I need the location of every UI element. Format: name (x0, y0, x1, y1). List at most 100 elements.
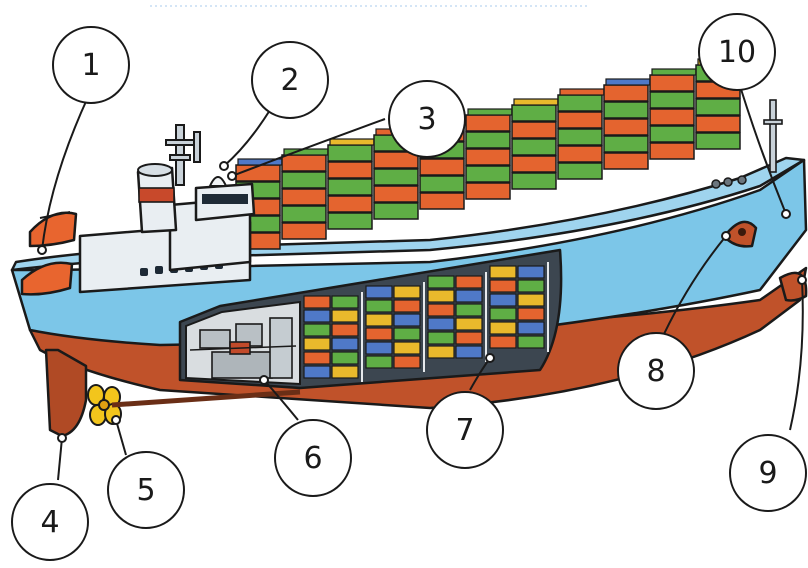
hold-container (394, 342, 420, 354)
callout-3: 3 (389, 81, 465, 157)
deck-container (466, 115, 510, 131)
deck-container (328, 162, 372, 178)
hold-container (332, 366, 358, 378)
hold-container (518, 308, 544, 320)
callout-5: 5 (108, 452, 184, 528)
deck-container (558, 129, 602, 145)
callout-6-label: 6 (303, 441, 322, 476)
hold-container (428, 318, 454, 330)
hold-container (366, 300, 392, 312)
deck-container (696, 133, 740, 149)
hold-container (394, 286, 420, 298)
hold-container (428, 346, 454, 358)
hold-container (428, 304, 454, 316)
callout-1: 1 (53, 27, 129, 103)
deck-container (282, 223, 326, 239)
callout-10-label: 10 (718, 35, 756, 70)
callout-5-label: 5 (136, 473, 155, 508)
hold-container (456, 318, 482, 330)
deck-container (650, 109, 694, 125)
callout-9: 9 (730, 435, 806, 511)
deck-container (282, 155, 326, 171)
hold-container (366, 286, 392, 298)
deck-container (328, 179, 372, 195)
deck-container (282, 189, 326, 205)
callout-7: 7 (427, 392, 503, 468)
deck-container (374, 169, 418, 185)
callout-4: 4 (12, 484, 88, 560)
deck-container (374, 203, 418, 219)
hold-container (366, 328, 392, 340)
hold-container (490, 336, 516, 348)
deck-container-top (560, 89, 604, 95)
deck-container (558, 163, 602, 179)
hold-container (456, 332, 482, 344)
hold-container (518, 266, 544, 278)
hold-container (304, 310, 330, 322)
callout-10: 10 (699, 14, 775, 90)
deck-container (604, 119, 648, 135)
deck-container (558, 112, 602, 128)
deck-container (328, 196, 372, 212)
callout-1-label: 1 (81, 48, 100, 83)
deck-container (328, 213, 372, 229)
deck-container-top (468, 109, 512, 115)
deck-container-top (606, 79, 650, 85)
hold-container (518, 322, 544, 334)
deck-container (558, 146, 602, 162)
callout-3-label: 3 (417, 102, 436, 137)
deck-container (604, 102, 648, 118)
deck-container (650, 75, 694, 91)
hold-container (366, 314, 392, 326)
deck-container (558, 95, 602, 111)
deck-container (604, 136, 648, 152)
deck-container (696, 99, 740, 115)
hold-container (490, 266, 516, 278)
deck-container-top (652, 69, 696, 75)
deck-container (328, 145, 372, 161)
superstructure (22, 125, 254, 294)
deck-container (420, 176, 464, 192)
deck-container (604, 153, 648, 169)
deck-container (466, 166, 510, 182)
deck-container (282, 172, 326, 188)
deck-container (466, 183, 510, 199)
hold-container (518, 294, 544, 306)
deck-container (512, 156, 556, 172)
hold-container (518, 336, 544, 348)
deck-container (512, 139, 556, 155)
deck-container (420, 159, 464, 175)
callout-8: 8 (618, 333, 694, 409)
hold-container (490, 308, 516, 320)
hold-container (428, 332, 454, 344)
hold-container (394, 356, 420, 368)
hold-container (428, 276, 454, 288)
hold-container (332, 296, 358, 308)
radar-dome (210, 177, 226, 186)
hold-container (304, 366, 330, 378)
deck-container (374, 186, 418, 202)
deck-container (282, 206, 326, 222)
hold-container (456, 290, 482, 302)
deck-container (650, 126, 694, 142)
hold-container (304, 352, 330, 364)
hold-container (518, 280, 544, 292)
lifeboats (22, 212, 76, 294)
callout-2: 2 (252, 42, 328, 118)
callout-8-label: 8 (646, 354, 665, 389)
deck-container (512, 173, 556, 189)
hold-container (490, 280, 516, 292)
callout-7-label: 7 (455, 413, 474, 448)
hold-container (366, 356, 392, 368)
hold-container (394, 314, 420, 326)
hold-container (332, 310, 358, 322)
deck-container (466, 132, 510, 148)
hold-container (366, 342, 392, 354)
deck-container (512, 122, 556, 138)
deck-container (696, 116, 740, 132)
hold-container (456, 304, 482, 316)
hold-container (304, 296, 330, 308)
hold-container (332, 352, 358, 364)
callout-4-label: 4 (40, 505, 59, 540)
